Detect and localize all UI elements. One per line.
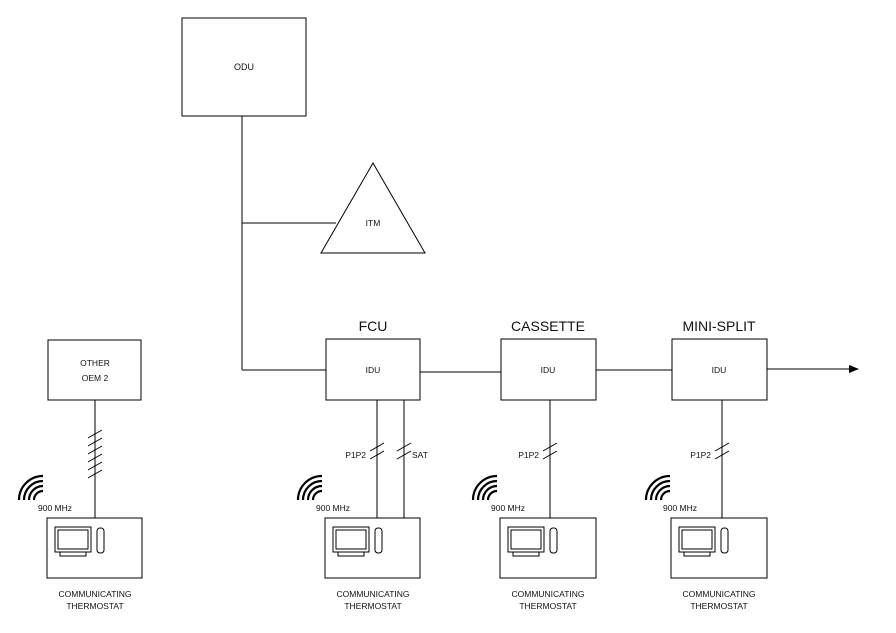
thermostat-body — [670, 517, 768, 579]
wireless-signal-icon — [471, 474, 498, 501]
thermostat-radio-label: 900 MHz — [316, 503, 350, 513]
minisplit-title: MINI-SPLIT — [682, 318, 756, 334]
thermostat-caption-line1: COMMUNICATING — [336, 589, 409, 599]
thermostat-radio-label: 900 MHz — [38, 503, 72, 513]
minisplit-p1p2-label: P1P2 — [690, 450, 711, 460]
other-oem-line2: OEM 2 — [82, 373, 109, 383]
thermostat-caption-line2: THERMOSTAT — [344, 601, 401, 611]
thermostat-button-icon — [374, 527, 383, 554]
minisplit-p1p2-hash — [714, 442, 730, 460]
thermostat-caption-line2: THERMOSTAT — [690, 601, 747, 611]
cassette-p1p2-hash — [542, 442, 558, 460]
thermostat-minisplit: 900 MHz COMMUNICATING THERMOSTAT — [644, 474, 768, 611]
thermostat-button-icon — [549, 527, 558, 554]
thermostat-caption-line1: COMMUNICATING — [682, 589, 755, 599]
wireless-signal-icon — [17, 474, 44, 501]
thermostat-caption-line2: THERMOSTAT — [519, 601, 576, 611]
display-screen-icon — [507, 526, 545, 557]
thermostat-button-icon — [96, 527, 105, 554]
minisplit-idu-box: IDU — [671, 338, 768, 401]
itm-label: ITM — [366, 218, 381, 228]
itm-triangle: ITM — [320, 162, 426, 254]
thermostat-body — [324, 517, 421, 579]
thermostat-caption-line1: COMMUNICATING — [511, 589, 584, 599]
wireless-signal-icon — [296, 474, 323, 501]
fcu-idu-box: IDU — [325, 338, 421, 401]
thermostat-oem: 900 MHz COMMUNICATING THERMOSTAT — [17, 474, 143, 611]
other-oem-line1: OTHER — [80, 358, 110, 368]
display-screen-icon — [332, 526, 370, 557]
cassette-idu-label: IDU — [541, 365, 556, 375]
odu-label: ODU — [234, 62, 254, 72]
thermostat-radio-label: 900 MHz — [491, 503, 525, 513]
thermostat-button-icon — [720, 527, 729, 554]
thermostat-radio-label: 900 MHz — [663, 503, 697, 513]
fcu-idu-label: IDU — [366, 365, 381, 375]
other-oem-box: OTHER OEM 2 — [47, 339, 142, 401]
fcu-p1p2-label: P1P2 — [345, 450, 366, 460]
thermostat-body — [499, 517, 597, 579]
fcu-title: FCU — [359, 318, 388, 334]
thermostat-caption-line1: COMMUNICATING — [58, 589, 131, 599]
cassette-title: CASSETTE — [511, 318, 585, 334]
minisplit-idu-label: IDU — [712, 365, 727, 375]
fcu-sat-label: SAT — [412, 450, 428, 460]
thermostat-caption-line2: THERMOSTAT — [66, 601, 123, 611]
cassette-idu-box: IDU — [500, 338, 597, 401]
wireless-signal-icon — [644, 474, 671, 501]
thermostat-cassette: 900 MHz COMMUNICATING THERMOSTAT — [471, 474, 597, 611]
display-screen-icon — [54, 526, 92, 557]
oem-multiconductor-hash — [87, 429, 103, 479]
thermostat-fcu: 900 MHz COMMUNICATING THERMOSTAT — [296, 474, 421, 611]
odu-box: ODU — [181, 17, 307, 117]
display-screen-icon — [678, 526, 716, 557]
cassette-p1p2-label: P1P2 — [518, 450, 539, 460]
thermostat-body — [46, 517, 143, 579]
fcu-sat-hash — [396, 442, 412, 460]
fcu-p1p2-hash — [369, 442, 385, 460]
